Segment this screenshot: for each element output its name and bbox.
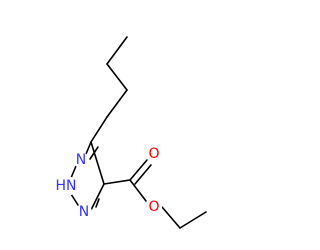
bond-ring-n3-c5-b [95,198,100,208]
atom-o-carbonyl: O [146,146,162,162]
bond-ring-n2-n3 [70,193,79,206]
atom-n1: N [73,152,89,168]
bond-ring-n3-c5-a [90,183,105,211]
bond-chain-2 [106,63,128,91]
atom-n3: N [76,204,92,220]
bond-carbonyl-o-b [134,164,152,185]
bond-chain-1 [106,36,128,65]
molecule-structure-diagram: N HN N O O [56,36,207,229]
bond-chain-4 [90,116,108,143]
atom-o-ester-label: O [148,199,159,215]
bond-carbonyl-oester [129,179,147,202]
bond-ring-c5-c4 [90,141,105,185]
bond-lines [70,36,207,229]
atom-n2: HN [56,176,77,196]
bond-ring-c4-n1-a [85,141,92,155]
atom-labels: N HN N O O [56,146,162,220]
bond-oester-ch2 [161,206,181,229]
atom-o-ester: O [146,199,162,215]
atom-n2-label: HN [56,178,77,194]
atom-o-carbonyl-label: O [148,146,159,162]
bond-carbonyl-o-a [129,159,148,181]
bond-c5-carbonyl [103,179,131,185]
bond-chain-3 [106,89,128,118]
atom-n3-label: N [79,204,89,220]
bond-ring-n1-n2 [70,165,77,179]
atom-n1-label: N [76,152,86,168]
bond-ch2-ch3 [179,211,207,229]
